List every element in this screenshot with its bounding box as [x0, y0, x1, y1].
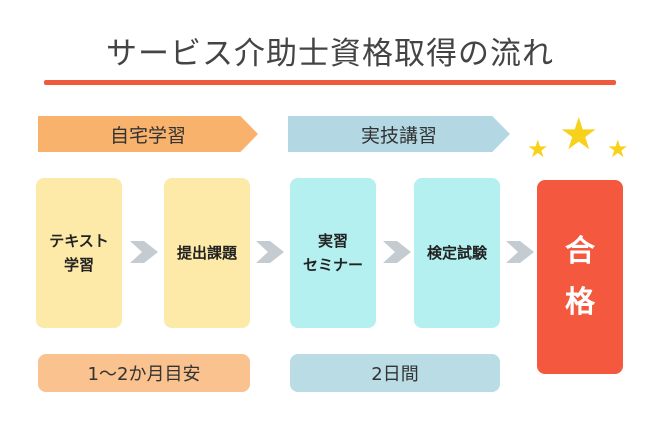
duration-home-study: 1〜2か月目安	[38, 354, 250, 392]
step-exam: 検定試験	[414, 178, 500, 328]
step-practical-seminar: 実習 セミナー	[290, 178, 376, 328]
step-text-study: テキスト 学習	[36, 178, 122, 328]
step-label: テキスト	[49, 232, 109, 250]
star-icon: ★	[527, 135, 549, 163]
star-icon: ★	[607, 135, 629, 163]
duration-practical: 2日間	[290, 354, 500, 392]
page-title: サービス介助士資格取得の流れ	[106, 36, 554, 72]
chevron-right-icon	[381, 238, 413, 266]
result-label: 合	[565, 234, 595, 269]
step-label: 実習	[317, 232, 348, 250]
step-assignment: 提出課題	[164, 178, 250, 328]
step-label: 学習	[63, 256, 94, 274]
chevron-right-icon	[254, 238, 286, 266]
result-label: 格	[565, 285, 595, 320]
step-label: セミナー	[302, 256, 363, 274]
title-underline	[44, 80, 616, 85]
chevron-right-icon	[128, 238, 160, 266]
step-label: 検定試験	[426, 244, 487, 262]
star-icon: ★	[559, 109, 599, 160]
chevron-right-icon	[504, 238, 536, 266]
phase-home-study: 自宅学習	[38, 116, 258, 152]
result-pass-box: 合 格	[537, 180, 623, 374]
phase-practical-training: 実技講習	[288, 116, 510, 152]
step-label: 提出課題	[176, 244, 237, 262]
